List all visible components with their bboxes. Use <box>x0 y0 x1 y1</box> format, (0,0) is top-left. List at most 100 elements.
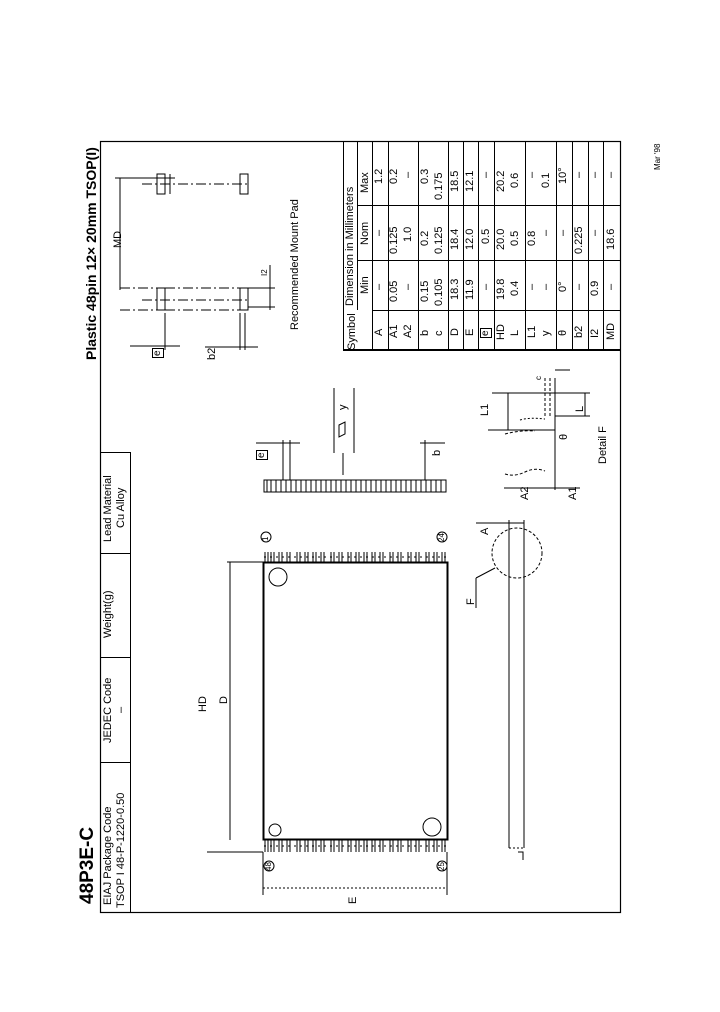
table-row-nom: 18.6 <box>605 228 617 250</box>
table-row-nom: – <box>540 229 552 236</box>
package-side-view <box>256 388 447 493</box>
table-row-max: 0.6 <box>509 172 521 188</box>
table-row-max: – <box>573 171 585 178</box>
table-row-max: – <box>526 171 538 178</box>
e-pitch-label-side: e <box>256 450 268 460</box>
pin-25-label: 25 <box>437 862 446 871</box>
col-header-symbol: Symbol <box>346 313 358 350</box>
table-row-max: – <box>589 171 601 178</box>
l1-label: L1 <box>479 403 491 416</box>
table-row-symbol: A1 <box>388 324 400 338</box>
table-row-nom: – <box>373 229 385 236</box>
hd-label: HD <box>197 696 209 712</box>
a1-label: A1 <box>567 486 579 500</box>
table-row-min: – <box>480 283 492 290</box>
table-row-nom: 0.225 <box>573 226 585 254</box>
table-row-min: 19.8 <box>495 278 507 300</box>
pin-1-label: 1 <box>261 536 270 541</box>
outer-frame <box>99 140 622 914</box>
table-row-symbol: D <box>449 328 461 336</box>
jedec-code-value: – <box>115 706 127 713</box>
part-code-title: 48P3E-C <box>77 826 98 904</box>
lead-material-value: Cu Alloy <box>115 487 127 528</box>
table-row-max: 0.1 <box>540 172 552 188</box>
table-row-min: – <box>526 283 538 290</box>
package-top-view <box>207 531 449 895</box>
i2-label: I2 <box>260 269 269 276</box>
table-row-max: – <box>605 171 617 178</box>
jedec-code-label: JEDEC Code <box>102 677 114 743</box>
table-row-symbol: MD <box>605 322 617 340</box>
table-row-nom: – <box>557 229 569 236</box>
weight-label: Weight(g) <box>102 590 114 638</box>
a2-label: A2 <box>519 486 531 500</box>
c-label: c <box>534 376 543 380</box>
table-row-min: 0.105 <box>433 278 445 306</box>
package-end-view <box>475 520 543 860</box>
table-row-min: – <box>540 283 552 290</box>
table-row-max: 18.5 <box>449 170 461 192</box>
table-row-min: 0.9 <box>589 280 601 296</box>
table-row-symbol: A2 <box>402 324 414 338</box>
table-row-symbol: θ <box>557 329 569 336</box>
table-row-min: 0° <box>557 281 569 292</box>
table-row-min: – <box>573 283 585 290</box>
table-row-symbol: c <box>433 330 445 337</box>
table-row-symbol: b2 <box>573 325 585 338</box>
l-label: L <box>574 405 586 412</box>
col-header-max: Max <box>359 172 371 193</box>
a-label: A <box>479 527 491 535</box>
table-row-max: 0.175 <box>433 172 445 200</box>
pin-48-label: 48 <box>264 862 273 871</box>
f-label: F <box>465 598 477 605</box>
table-row-nom: 0.125 <box>388 226 400 254</box>
table-row-nom: 0.5 <box>480 228 492 244</box>
table-row-nom: 0.125 <box>433 226 445 254</box>
table-row-nom: 20.0 <box>495 228 507 250</box>
b-label: b <box>431 449 443 456</box>
table-row-symbol: A <box>373 328 385 336</box>
table-row-symbol: L1 <box>526 325 538 338</box>
table-row-symbol: b <box>419 329 431 336</box>
table-row-min: – <box>373 283 385 290</box>
b2-label: b2 <box>206 347 218 360</box>
table-row-nom: 12.0 <box>464 228 476 250</box>
table-row-min: 0.05 <box>388 280 400 302</box>
table-row-symbol: HD <box>495 324 507 340</box>
theta-label: θ <box>558 433 570 440</box>
table-caption: Dimension in Millimeters <box>344 186 356 306</box>
table-row-min: – <box>605 283 617 290</box>
table-row-symbol: y <box>540 330 552 337</box>
md-label: MD <box>112 230 124 248</box>
revision-date: Mar '98 <box>653 143 662 170</box>
table-row-max: – <box>402 171 414 178</box>
detail-f-caption: Detail F <box>597 426 609 464</box>
detail-f-drawing <box>488 369 590 490</box>
y-label: y <box>337 404 349 411</box>
table-row-min: 11.9 <box>464 279 476 300</box>
table-row-max: 0.2 <box>388 168 400 184</box>
table-row-max: 1.2 <box>373 168 385 184</box>
table-row-symbol: E <box>464 328 476 336</box>
table-row-max: 12.1 <box>464 170 476 192</box>
e-width-label: E <box>347 896 359 904</box>
table-row-symbol: I2 <box>589 328 601 338</box>
mount-pad-drawing <box>115 173 275 350</box>
lead-material-label: Lead Material <box>102 475 114 542</box>
table-row-min: – <box>402 283 414 290</box>
table-row-min: 18.3 <box>449 278 461 300</box>
table-row-nom: 0.8 <box>526 230 538 246</box>
table-row-max: 20.2 <box>495 170 507 192</box>
col-header-nom: Nom <box>359 221 371 245</box>
table-row-nom: 18.4 <box>449 228 461 250</box>
table-row-nom: 1.0 <box>402 226 414 242</box>
mount-pad-caption: Recommended Mount Pad <box>289 199 301 330</box>
table-row-nom: – <box>589 229 601 236</box>
package-title: Plastic 48pin 12× 20mm TSOP(I) <box>83 147 99 360</box>
table-row-max: 10° <box>557 167 569 184</box>
col-header-min: Min <box>359 276 371 294</box>
eiaj-code-label: EIAJ Package Code <box>102 806 114 905</box>
table-row-min: 0.15 <box>419 280 431 302</box>
